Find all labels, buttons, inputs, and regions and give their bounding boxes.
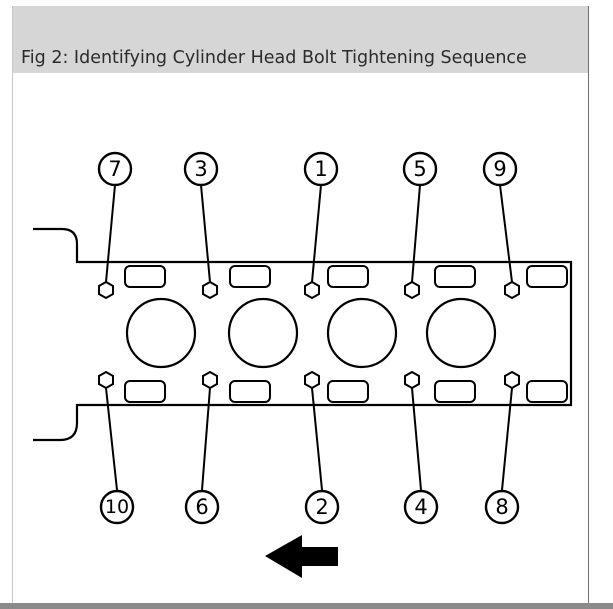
bolt-head-7 [98,280,114,300]
callout-label: 1 [314,157,327,181]
bolt-head-10 [98,370,114,390]
port-top-3 [327,265,369,288]
leader-line-10 [105,387,118,491]
bottom-divider [0,603,613,609]
leader-line-5 [411,184,421,283]
callout-top-4: 5 [402,151,438,187]
callout-label: 2 [315,495,328,519]
bolt-head-1 [304,280,320,300]
leader-line-1 [311,184,322,283]
port-top-4 [434,265,476,288]
port-bottom-4 [434,380,476,403]
callout-label: 10 [105,496,129,518]
leader-line-6 [201,387,211,491]
callout-label: 7 [108,157,121,181]
bolt-head-8 [504,370,520,390]
port-top-1 [124,265,166,288]
leader-line-8 [501,387,513,491]
callout-label: 3 [194,157,207,181]
cylinder-bore-2 [227,297,299,369]
port-bottom-1 [124,380,166,403]
bolt-head-9 [504,280,520,300]
callout-label: 4 [414,495,427,519]
port-top-2 [229,265,271,288]
port-bottom-2 [229,380,271,403]
callout-top-1: 7 [97,151,133,187]
callout-top-5: 9 [482,151,518,187]
leader-line-4 [411,387,422,491]
callout-label: 9 [493,157,506,181]
cylinder-bore-3 [326,297,398,369]
bolt-head-5 [404,280,420,300]
figure-caption: Fig 2: Identifying Cylinder Head Bolt Ti… [21,48,527,68]
callout-top-2: 3 [183,151,219,187]
bolt-head-4 [404,370,420,390]
callout-top-3: 1 [303,151,339,187]
bolt-head-2 [304,370,320,390]
callout-bottom-1: 10 [99,489,135,525]
leader-line-7 [105,184,116,283]
caption-bar: Fig 2: Identifying Cylinder Head Bolt Ti… [13,6,588,73]
callout-bottom-5: 8 [484,489,520,525]
cylinder-bore-1 [125,297,197,369]
bolt-head-6 [202,370,218,390]
port-top-5 [526,265,568,288]
callout-bottom-2: 6 [184,489,220,525]
callout-bottom-3: 2 [304,489,340,525]
callout-bottom-4: 4 [403,489,439,525]
bolt-head-3 [202,280,218,300]
callout-label: 5 [413,157,426,181]
front-direction-arrow-icon [265,535,338,578]
leader-line-3 [200,184,211,283]
callout-label: 8 [495,495,508,519]
cylinder-head-outline [33,227,573,442]
leader-line-9 [499,184,513,283]
port-bottom-3 [327,380,369,403]
callout-label: 6 [195,495,208,519]
cylinder-bore-4 [425,297,497,369]
port-bottom-5 [526,380,568,403]
leader-line-2 [311,387,323,491]
